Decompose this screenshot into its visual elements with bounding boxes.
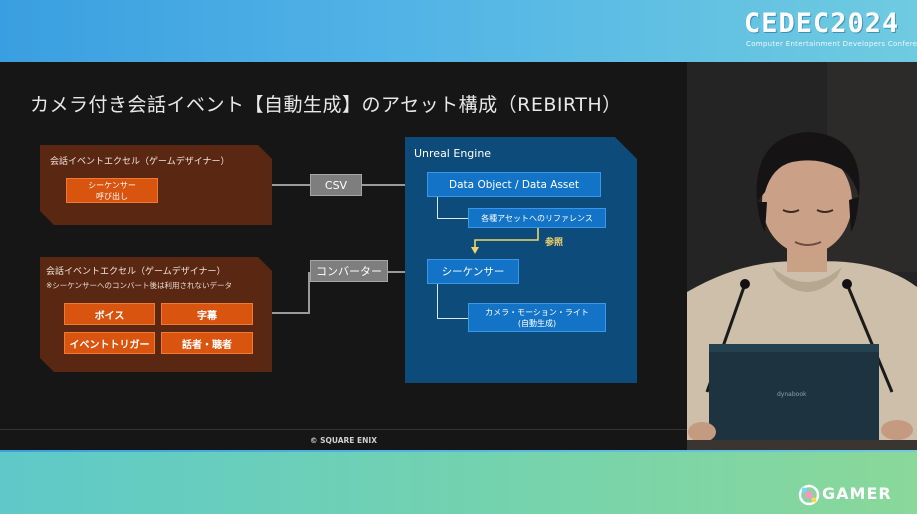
connector-converter-bottom — [272, 312, 310, 314]
connector-csv-right — [362, 184, 417, 186]
sequencer-box: シーケンサー — [427, 259, 519, 284]
slide-footer-divider — [0, 429, 687, 430]
gamer-logo-icon — [798, 484, 820, 506]
presentation-slide: カメラ付き会話イベント【自動生成】のアセット構成（REBIRTH） 会話イベント… — [0, 62, 687, 450]
camera-motion-light-label: カメラ・モーション・ライト — [485, 307, 589, 317]
tree-line-2-horizontal — [437, 318, 468, 319]
excel-panel-top-label: 会話イベントエクセル（ゲームデザイナー） — [50, 157, 230, 167]
bottom-band — [0, 452, 917, 514]
copyright: © SQUARE ENIX — [309, 436, 378, 445]
voice-button: ボイス — [64, 303, 155, 325]
gamer-text: GAMER — [822, 484, 892, 503]
sanshou-label: 参照 — [545, 238, 564, 248]
speaker-illustration: dynabook — [687, 62, 917, 450]
connector-converter-right — [388, 271, 417, 273]
tree-line-1-vertical — [437, 197, 438, 219]
excel-panel-bottom-label: 会話イベントエクセル（ゲームデザイナー） — [46, 267, 226, 277]
connector-csv-left — [272, 184, 310, 186]
subtitle-button: 字幕 — [161, 303, 253, 325]
laptop-brand: dynabook — [777, 391, 807, 398]
slide-title: カメラ付き会話イベント【自動生成】のアセット構成（REBIRTH） — [30, 94, 622, 116]
data-asset-box: Data Object / Data Asset — [427, 172, 601, 197]
sanshou-arrow — [471, 228, 539, 254]
gamer-watermark: GAMER — [798, 482, 913, 508]
sequencer-call-label: シーケンサー呼び出し — [88, 180, 136, 201]
tree-line-1-horizontal — [437, 218, 468, 219]
speaker-listener-button: 話者・聴者 — [161, 332, 253, 354]
excel-panel-bottom-note: ※シーケンサーへのコンバート後は利用されないデータ — [46, 281, 233, 290]
cedec-logo-title: CEDEC2024 — [744, 8, 900, 39]
auto-generated-label: (自動生成) — [517, 318, 557, 328]
tree-line-2-vertical — [437, 284, 438, 319]
unreal-engine-label: Unreal Engine — [414, 147, 492, 160]
connector-converter-vertical — [308, 272, 310, 314]
sequencer-call-button: シーケンサー呼び出し — [66, 178, 158, 203]
cedec-logo-subtitle: Computer Entertainment Developers Confer… — [746, 40, 917, 48]
converter-box: コンバーター — [310, 260, 388, 282]
camera-motion-light-box: カメラ・モーション・ライト (自動生成) — [468, 303, 606, 332]
reference-box: 各種アセットへのリファレンス — [468, 208, 606, 228]
event-trigger-button: イベントトリガー — [64, 332, 155, 354]
speaker-camera-feed: dynabook — [687, 62, 917, 450]
csv-box: CSV — [310, 174, 362, 196]
cedec-logo: CEDEC2024 Computer Entertainment Develop… — [744, 8, 917, 52]
